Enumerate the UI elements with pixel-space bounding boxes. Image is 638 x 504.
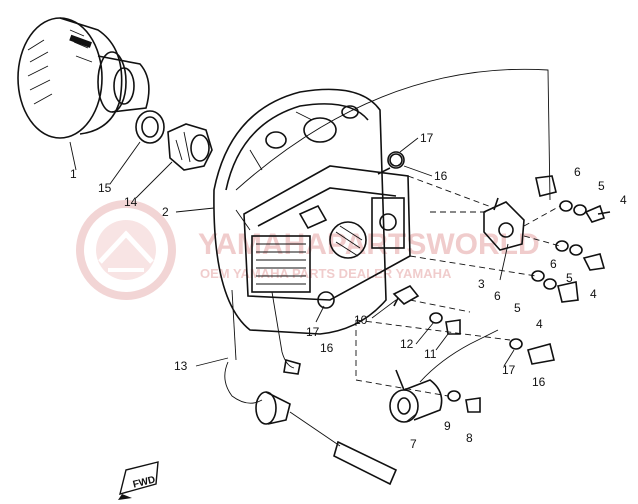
- callout-12: 12: [400, 337, 414, 351]
- callout-13: 13: [174, 359, 188, 373]
- callout-5-upper: 5: [598, 179, 605, 193]
- callout-14: 14: [124, 195, 138, 209]
- callout-17-left: 17: [306, 325, 320, 339]
- lead-wire-13: [224, 68, 551, 486]
- watermark-text: YAMAHAPARTSWORLD: [198, 228, 540, 261]
- contact-breaker-part-3: [483, 197, 525, 251]
- screw-set-lower: [531, 270, 579, 303]
- callout-8: 8: [466, 431, 473, 445]
- watermark: YAMAHAPARTSWORLD OEM YAMAHA PARTS DEALER…: [76, 200, 540, 300]
- callout-11: 11: [424, 347, 437, 361]
- bolt-set-right: [509, 338, 555, 365]
- screw-set-small: [429, 312, 461, 335]
- callout-16-right: 16: [532, 375, 546, 389]
- callout-2: 2: [162, 205, 169, 219]
- callout-4-middle: 4: [590, 287, 597, 301]
- condenser-part-7: [389, 329, 499, 423]
- leader-lines: [69, 137, 515, 423]
- callout-1: 1: [70, 167, 77, 181]
- callout-15: 15: [98, 181, 112, 195]
- callout-5-middle: 5: [566, 271, 573, 285]
- callout-10: 10: [354, 313, 368, 327]
- callout-4-lower: 4: [536, 317, 543, 331]
- nut-part-14: [167, 123, 213, 171]
- callout-3: 3: [478, 277, 485, 291]
- fasteners: [377, 153, 611, 413]
- callout-6-lower: 6: [494, 289, 501, 303]
- callout-16-left: 16: [320, 341, 334, 355]
- screw-set-condenser: [447, 390, 481, 413]
- fwd-label: FWD: [132, 474, 157, 490]
- screw-set-middle: [555, 240, 606, 271]
- callout-4-upper: 4: [620, 193, 627, 207]
- stator-base-plate: [213, 88, 387, 335]
- bolt-set-upper: [377, 153, 403, 175]
- flywheel-rotor: [17, 17, 150, 139]
- clip-part-10: [392, 284, 420, 307]
- watermark-logo-icon: [76, 200, 176, 300]
- watermark-subtext: OEM YAMAHA PARTS DEALER YAMAHA: [200, 266, 452, 281]
- fwd-arrow-icon: FWD: [118, 461, 159, 500]
- callout-9: 9: [444, 419, 451, 433]
- part-number-callouts: 1 15 14 2 17 16 6 5 4 6 5 4 3 6 5 4 10 1…: [70, 131, 627, 451]
- callout-6-middle: 6: [550, 257, 557, 271]
- callout-6-upper: 6: [574, 165, 581, 179]
- assembly-lines: [355, 175, 561, 397]
- callout-17-upper: 17: [420, 131, 434, 145]
- callout-7: 7: [410, 437, 417, 451]
- callout-5-lower: 5: [514, 301, 521, 315]
- callout-16-upper: 16: [434, 169, 448, 183]
- callout-17-right: 17: [502, 363, 516, 377]
- washer-part-15: [135, 110, 165, 144]
